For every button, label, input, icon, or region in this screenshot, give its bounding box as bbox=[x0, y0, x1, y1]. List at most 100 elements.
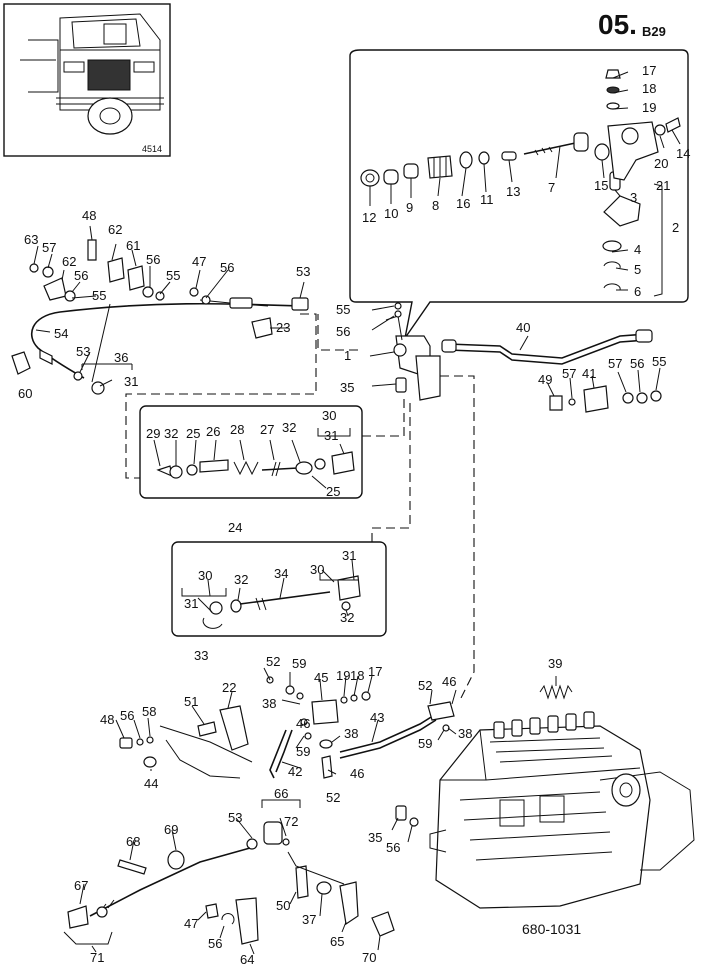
callout-11: 11 bbox=[480, 192, 494, 207]
inset-number: 4514 bbox=[142, 144, 162, 154]
detail-box-governor-lever bbox=[349, 49, 689, 339]
callout-36: 36 bbox=[114, 350, 128, 365]
callout-50: 50 bbox=[276, 898, 290, 913]
injection-pump bbox=[391, 676, 695, 909]
callout-18: 18 bbox=[350, 668, 364, 683]
callout-35: 35 bbox=[340, 380, 354, 395]
callout-19: 19 bbox=[642, 100, 656, 115]
callout-31: 31 bbox=[324, 428, 338, 443]
governor-housing-part-1 bbox=[369, 302, 441, 401]
callout-4: 4 bbox=[634, 242, 641, 257]
callout-71: 71 bbox=[90, 950, 104, 965]
callout-17: 17 bbox=[642, 63, 656, 78]
callout-53: 53 bbox=[296, 264, 310, 279]
callout-23: 23 bbox=[276, 320, 290, 335]
part-9-sleeve bbox=[403, 163, 419, 179]
part-19-washer bbox=[606, 102, 620, 110]
callout-58: 58 bbox=[142, 704, 156, 719]
callout-68: 68 bbox=[126, 834, 140, 849]
callout-24: 24 bbox=[228, 520, 242, 535]
part-6-clip bbox=[603, 283, 621, 291]
callout-61: 61 bbox=[126, 238, 140, 253]
callout-56: 56 bbox=[336, 324, 350, 339]
part-45-block bbox=[311, 699, 339, 725]
callout-47: 47 bbox=[192, 254, 206, 269]
part-21-lever-bracket bbox=[607, 121, 659, 181]
callout-30: 30 bbox=[310, 562, 324, 577]
callout-9: 9 bbox=[406, 200, 413, 215]
callout-55: 55 bbox=[652, 354, 666, 369]
callout-17: 17 bbox=[368, 664, 382, 679]
callout-26: 26 bbox=[206, 424, 220, 439]
part-20-nut bbox=[654, 124, 666, 136]
callout-15: 15 bbox=[594, 178, 608, 193]
callout-60: 60 bbox=[18, 386, 32, 401]
part-12-bushing bbox=[360, 169, 380, 187]
callout-56: 56 bbox=[120, 708, 134, 723]
callout-16: 16 bbox=[456, 196, 470, 211]
callout-30: 30 bbox=[198, 568, 212, 583]
callout-21: 21 bbox=[656, 178, 670, 193]
part-7-shaft bbox=[523, 132, 589, 156]
callout-35: 35 bbox=[368, 830, 382, 845]
part-17-nut bbox=[605, 69, 621, 79]
section-heading: 05. B29 bbox=[598, 9, 666, 40]
callout-25: 25 bbox=[186, 426, 200, 441]
callout-53: 53 bbox=[228, 810, 242, 825]
detail-box-24-linkage bbox=[139, 405, 363, 499]
callout-64: 64 bbox=[240, 952, 254, 967]
callout-56: 56 bbox=[386, 840, 400, 855]
callout-56: 56 bbox=[208, 936, 222, 951]
callout-31: 31 bbox=[184, 596, 198, 611]
callout-19: 19 bbox=[336, 668, 350, 683]
callout-69: 69 bbox=[164, 822, 178, 837]
part-13-sleeve bbox=[501, 151, 517, 161]
part-4-bushing bbox=[602, 240, 622, 252]
callout-56: 56 bbox=[630, 356, 644, 371]
callout-46: 46 bbox=[442, 674, 456, 689]
callout-56: 56 bbox=[74, 268, 88, 283]
callout-10: 10 bbox=[384, 206, 398, 221]
part-35-bolt bbox=[395, 377, 407, 393]
callout-65: 65 bbox=[330, 934, 344, 949]
callout-38: 38 bbox=[262, 696, 276, 711]
callout-45: 45 bbox=[314, 670, 328, 685]
callout-3: 3 bbox=[630, 190, 637, 205]
callout-49: 49 bbox=[538, 372, 552, 387]
callout-37: 37 bbox=[302, 912, 316, 927]
callout-62: 62 bbox=[62, 254, 76, 269]
part-22-bracket bbox=[219, 705, 249, 751]
callout-46: 46 bbox=[296, 716, 310, 731]
callout-40: 40 bbox=[516, 320, 530, 335]
callout-32: 32 bbox=[234, 572, 248, 587]
callout-66: 66 bbox=[274, 786, 288, 801]
callout-54: 54 bbox=[54, 326, 68, 341]
callout-57: 57 bbox=[608, 356, 622, 371]
part-14-bolt bbox=[665, 117, 681, 133]
callout-52: 52 bbox=[326, 790, 340, 805]
callout-55: 55 bbox=[166, 268, 180, 283]
callout-25: 25 bbox=[326, 484, 340, 499]
control-rod-40 bbox=[441, 329, 662, 413]
callout-18: 18 bbox=[642, 81, 656, 96]
callout-31: 31 bbox=[124, 374, 138, 389]
part-11-ring bbox=[478, 151, 490, 165]
callout-14: 14 bbox=[676, 146, 690, 161]
callout-41: 41 bbox=[582, 366, 596, 381]
callout-48: 48 bbox=[100, 712, 114, 727]
callout-55: 55 bbox=[336, 302, 350, 317]
callout-43: 43 bbox=[370, 710, 384, 725]
callout-59: 59 bbox=[418, 736, 432, 751]
callout-32: 32 bbox=[340, 610, 354, 625]
callout-56: 56 bbox=[220, 260, 234, 275]
callout-59: 59 bbox=[296, 744, 310, 759]
section-suffix: B29 bbox=[642, 24, 666, 39]
callout-63: 63 bbox=[24, 232, 38, 247]
middle-linkage-group bbox=[115, 667, 457, 779]
callout-27: 27 bbox=[260, 422, 274, 437]
callout-5: 5 bbox=[634, 262, 641, 277]
drawing-number: 680-1031 bbox=[522, 921, 581, 937]
truck-location-inset: 4514 bbox=[3, 3, 171, 157]
callout-7: 7 bbox=[548, 180, 555, 195]
